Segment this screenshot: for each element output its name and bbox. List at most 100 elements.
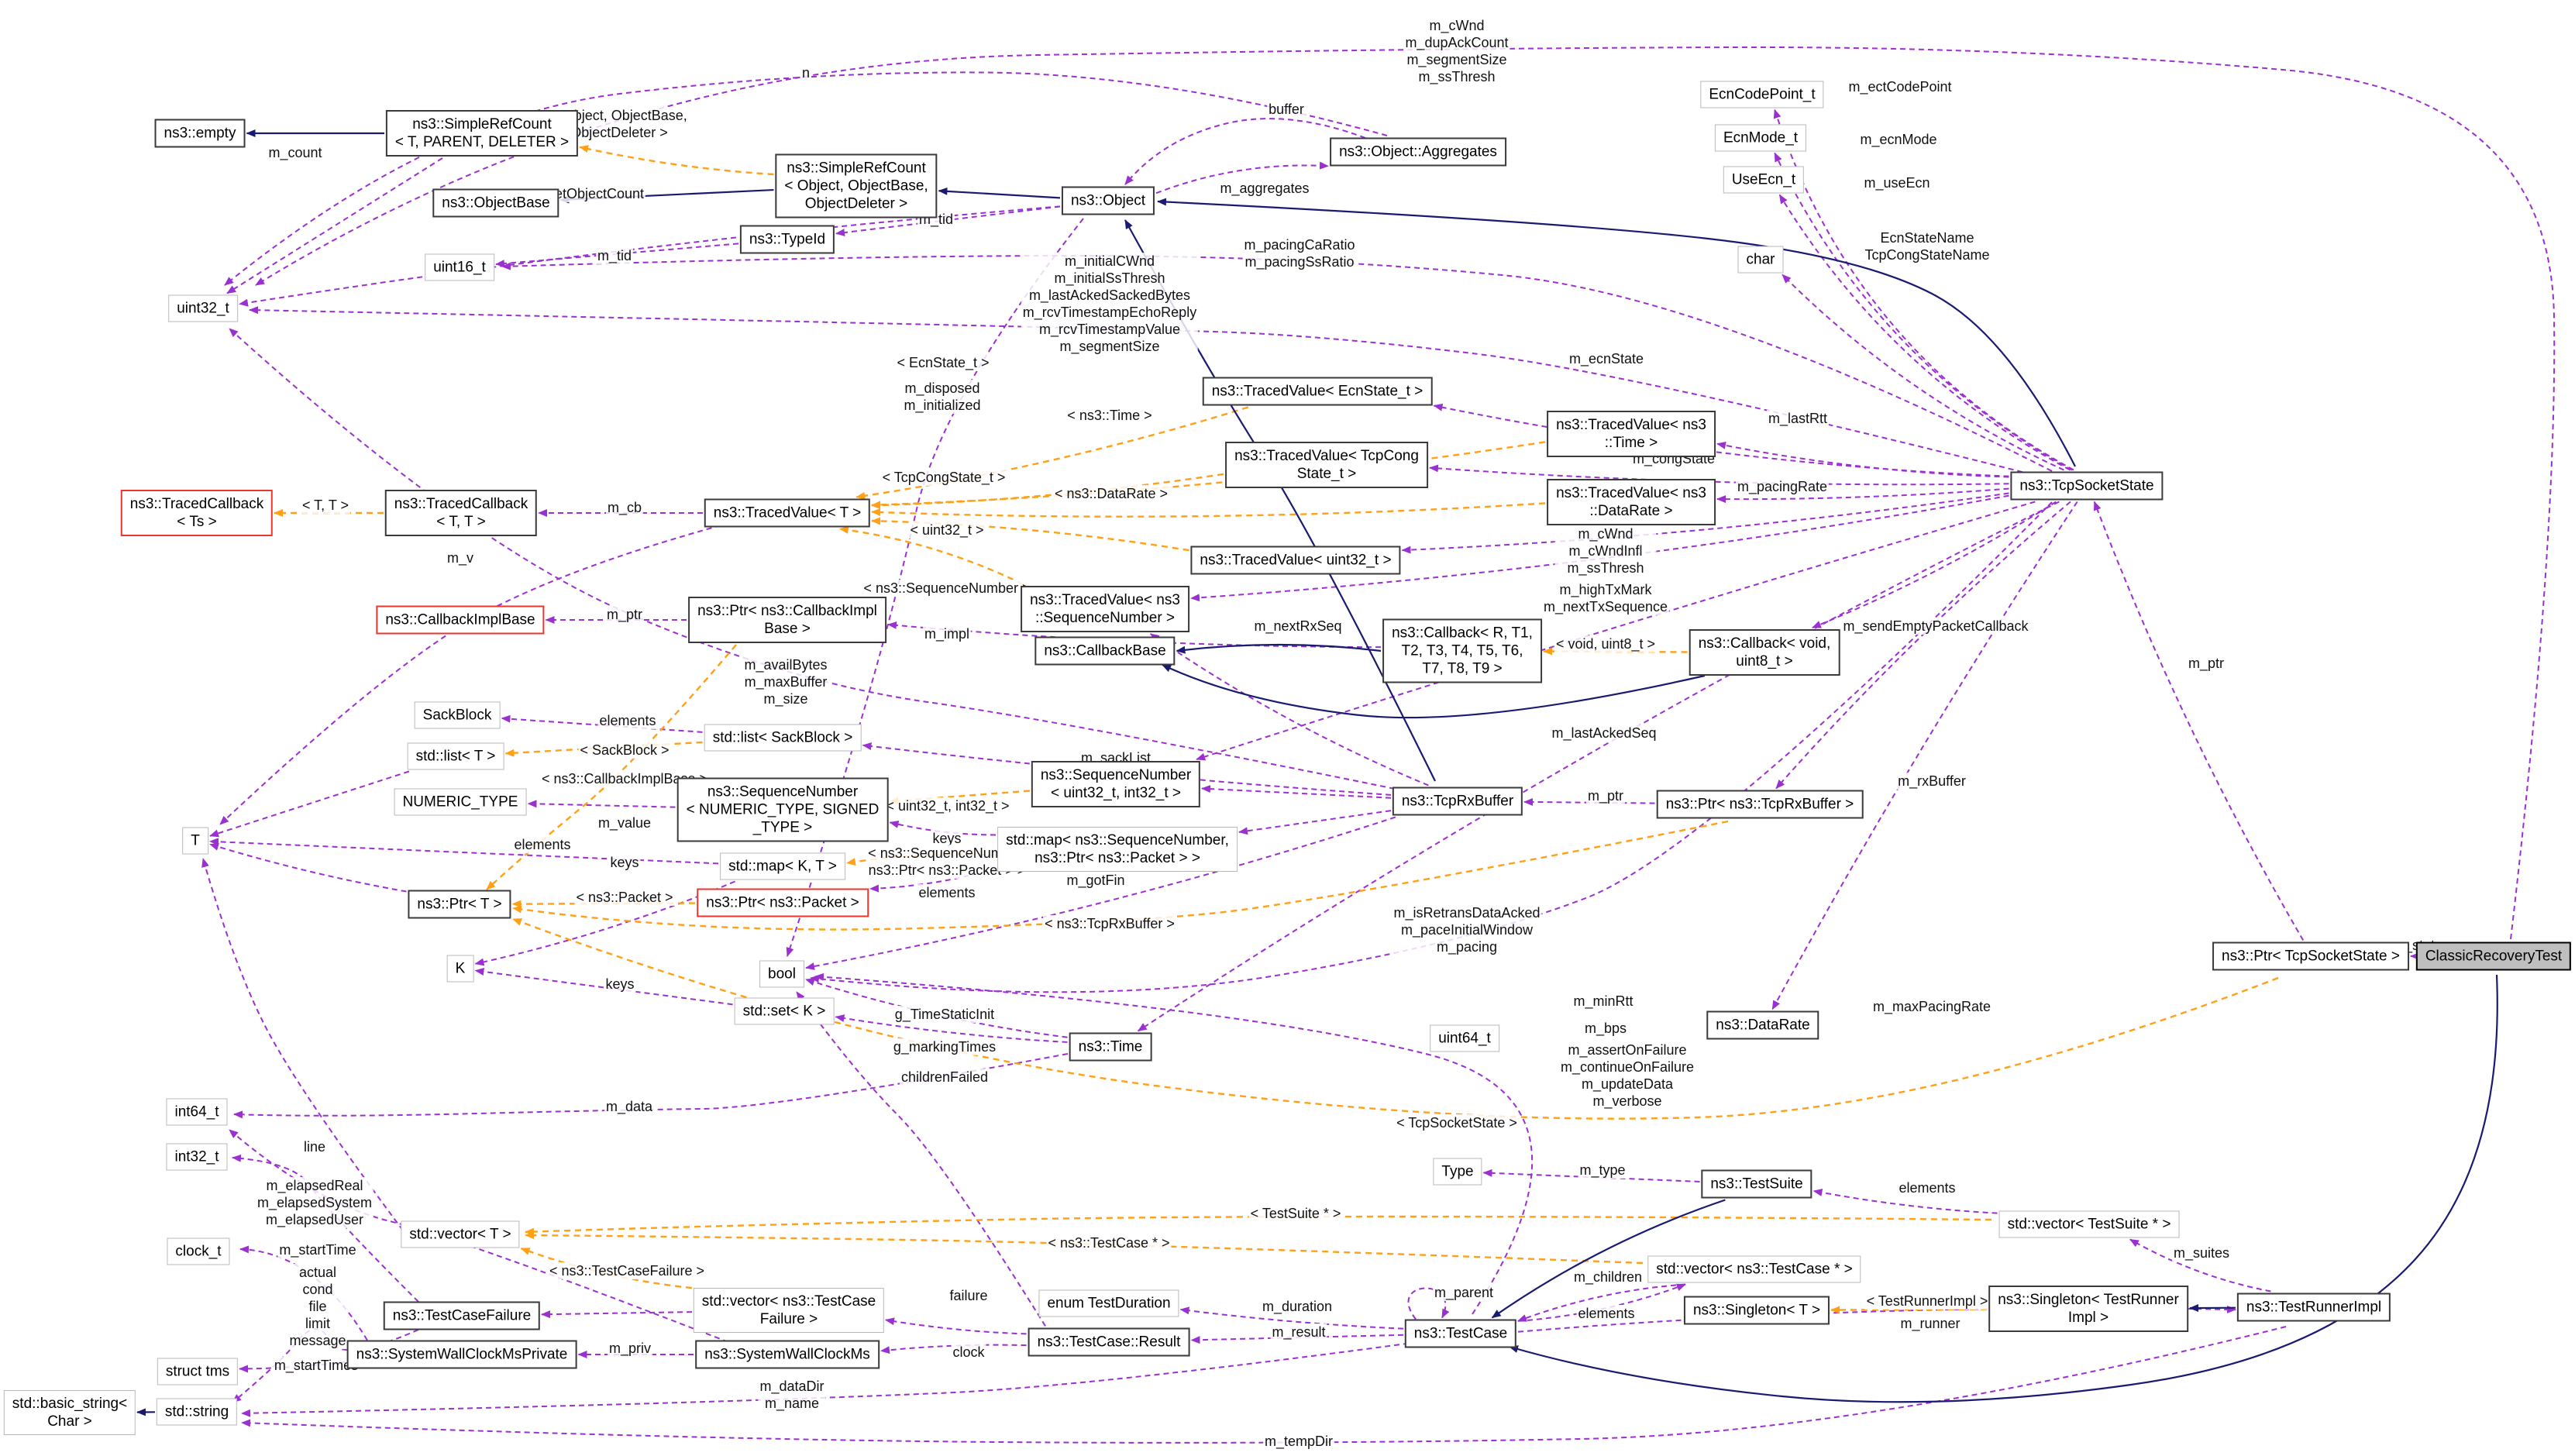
node-tri[interactable]: ns3::TestRunnerImpl (2236, 1293, 2391, 1322)
node-ptrRxBuf[interactable]: ns3::Ptr< ns3::TcpRxBuffer > (1656, 790, 1864, 819)
edge-label-ns3callbackimplbase: < ns3::CallbackImplBase > (539, 770, 710, 787)
node-seqNT[interactable]: ns3::SequenceNumber< NUMERIC_TYPE, SIGNE… (676, 777, 889, 842)
node-enumTD[interactable]: enum TestDuration (1038, 1289, 1179, 1317)
edge-label-ns3sequencenumber: < ns3::SequenceNumber > (862, 580, 1032, 597)
node-srcObj[interactable]: ns3::SimpleRefCount< Object, ObjectBase,… (775, 153, 938, 219)
node-ecnMode[interactable]: EcnMode_t (1714, 124, 1807, 152)
node-listSack[interactable]: std::list< SackBlock > (704, 724, 862, 752)
node-tms[interactable]: struct tms (157, 1358, 239, 1385)
node-vecTS[interactable]: std::vector< TestSuite * > (1998, 1210, 2180, 1238)
edge-tri-str (241, 1326, 2287, 1444)
node-bstr[interactable]: std::basic_string<Char > (3, 1390, 136, 1435)
edge-testCase-testCase (1407, 1287, 1450, 1320)
edge-label-buffer: buffer (1267, 101, 1306, 118)
node-tv_seq[interactable]: ns3::TracedValue< ns3::SequenceNumber > (1021, 586, 1189, 632)
node-bool[interactable]: bool (759, 960, 804, 988)
node-mapSeq[interactable]: std::map< ns3::SequenceNumber,ns3::Ptr< … (997, 827, 1238, 872)
node-srcT[interactable]: ns3::SimpleRefCount< T, PARENT, DELETER … (385, 110, 579, 157)
edge-label-m_result: m_result (1270, 1323, 1327, 1341)
node-cbVoid[interactable]: ns3::Callback< void,uint8_t > (1689, 629, 1840, 676)
node-useEcn[interactable]: UseEcn_t (1723, 166, 1805, 194)
edge-tss-useEcn (1778, 194, 2071, 471)
node-typeId[interactable]: ns3::TypeId (739, 225, 835, 254)
edge-tss-tv_u32 (1401, 492, 2009, 554)
node-tv_rate[interactable]: ns3::TracedValue< ns3::DataRate > (1547, 479, 1716, 525)
node-testCase[interactable]: ns3::TestCase (1404, 1319, 1517, 1348)
node-cbBase[interactable]: ns3::CallbackBase (1034, 636, 1176, 666)
node-ptrTss[interactable]: ns3::Ptr< TcpSocketState > (2212, 941, 2409, 971)
edge-label-m_ectcodepoint: m_ectCodePoint (1847, 78, 1954, 95)
node-tvT[interactable]: ns3::TracedValue< T > (704, 498, 871, 528)
edge-vecTcf-tcf (541, 1310, 693, 1319)
node-seqU32[interactable]: ns3::SequenceNumber< uint32_t, int32_t > (1031, 761, 1201, 807)
node-singT[interactable]: ns3::Singleton< T > (1683, 1296, 1830, 1325)
node-tcbTT[interactable]: ns3::TracedCallback< T, T > (384, 490, 538, 536)
edge-rxBuf-bool (805, 816, 1396, 970)
node-cbImpl[interactable]: ns3::CallbackImplBase (376, 605, 545, 635)
node-dataRate[interactable]: ns3::DataRate (1706, 1010, 1819, 1040)
node-empty[interactable]: ns3::empty (154, 119, 246, 148)
edge-label-m_data: m_data (604, 1098, 655, 1115)
node-tss[interactable]: ns3::TcpSocketState (2010, 471, 2164, 501)
node-object[interactable]: ns3::Object (1061, 186, 1155, 215)
node-K[interactable]: K (446, 955, 474, 983)
node-vecT[interactable]: std::vector< T > (401, 1220, 520, 1248)
node-tcf[interactable]: ns3::TestCaseFailure (383, 1301, 541, 1330)
node-cbRT[interactable]: ns3::Callback< R, T1,T2, T3, T4, T5, T6,… (1382, 618, 1542, 683)
node-i64[interactable]: int64_t (166, 1098, 228, 1126)
node-aggregates[interactable]: ns3::Object::Aggregates (1330, 137, 1506, 167)
node-crt[interactable]: ClassicRecoveryTest (2415, 941, 2572, 971)
node-mapKT[interactable]: std::map< K, T > (720, 852, 845, 880)
node-u16[interactable]: uint16_t (425, 253, 494, 281)
node-T[interactable]: T (182, 827, 208, 855)
node-u64[interactable]: uint64_t (1430, 1024, 1499, 1052)
node-swcm[interactable]: ns3::SystemWallClockMs (695, 1340, 880, 1369)
node-time[interactable]: ns3::Time (1069, 1032, 1152, 1062)
node-type[interactable]: Type (1433, 1158, 1482, 1186)
node-numType[interactable]: NUMERIC_TYPE (394, 788, 527, 816)
node-u32[interactable]: uint32_t (168, 294, 238, 322)
node-ecnCode[interactable]: EcnCodePoint_t (1700, 81, 1824, 108)
node-str[interactable]: std::string (156, 1398, 238, 1426)
node-i32[interactable]: int32_t (166, 1143, 228, 1171)
node-setK[interactable]: std::set< K > (734, 997, 835, 1025)
node-swcmPriv[interactable]: ns3::SystemWallClockMsPrivate (346, 1340, 577, 1369)
edge-mapSeq-ptrPkt (869, 868, 997, 893)
node-ptrT[interactable]: ns3::Ptr< T > (408, 890, 511, 919)
node-tcResult[interactable]: ns3::TestCase::Result (1028, 1327, 1190, 1357)
node-char[interactable]: char (1737, 246, 1784, 274)
edge-label-m_minrtt: m_minRtt (1572, 993, 1635, 1010)
node-sack[interactable]: SackBlock (414, 701, 501, 729)
node-listT[interactable]: std::list< T > (407, 742, 504, 770)
edge-label-elements: elements (1576, 1305, 1637, 1322)
node-objBase[interactable]: ns3::ObjectBase (432, 188, 559, 218)
edge-setK-K (474, 968, 733, 1006)
edge-cbRT-cbBase (1176, 643, 1382, 654)
node-tv_time[interactable]: ns3::TracedValue< ns3::Time > (1547, 411, 1716, 457)
node-vecTC[interactable]: std::vector< ns3::TestCase * > (1647, 1255, 1861, 1283)
edge-label-n: n (800, 64, 812, 81)
edge-label-keys: keys (931, 830, 963, 847)
edge-label-m_maxpacingrate: m_maxPacingRate (1871, 998, 1993, 1015)
edge-label-tcpcongstate_t: < TcpCongState_t > (880, 469, 1007, 486)
edge-crt-u32 (255, 46, 2556, 940)
edge-testCase-enumTD (1179, 1306, 1404, 1330)
edge-label-childrenfailed: childrenFailed (899, 1069, 990, 1086)
node-tv_ecn[interactable]: ns3::TracedValue< EcnState_t > (1202, 377, 1433, 406)
node-ptrPkt[interactable]: ns3::Ptr< ns3::Packet > (697, 888, 869, 917)
edge-ptrT-T (209, 843, 407, 893)
node-clk[interactable]: clock_t (167, 1237, 230, 1265)
edge-srcT-u32 (226, 157, 443, 294)
node-testSuite[interactable]: ns3::TestSuite (1701, 1169, 1812, 1199)
node-rxBuf[interactable]: ns3::TcpRxBuffer (1392, 787, 1523, 816)
node-tv_u32[interactable]: ns3::TracedValue< uint32_t > (1190, 546, 1401, 575)
node-tcbTs[interactable]: ns3::TracedCallback< Ts > (120, 490, 274, 536)
